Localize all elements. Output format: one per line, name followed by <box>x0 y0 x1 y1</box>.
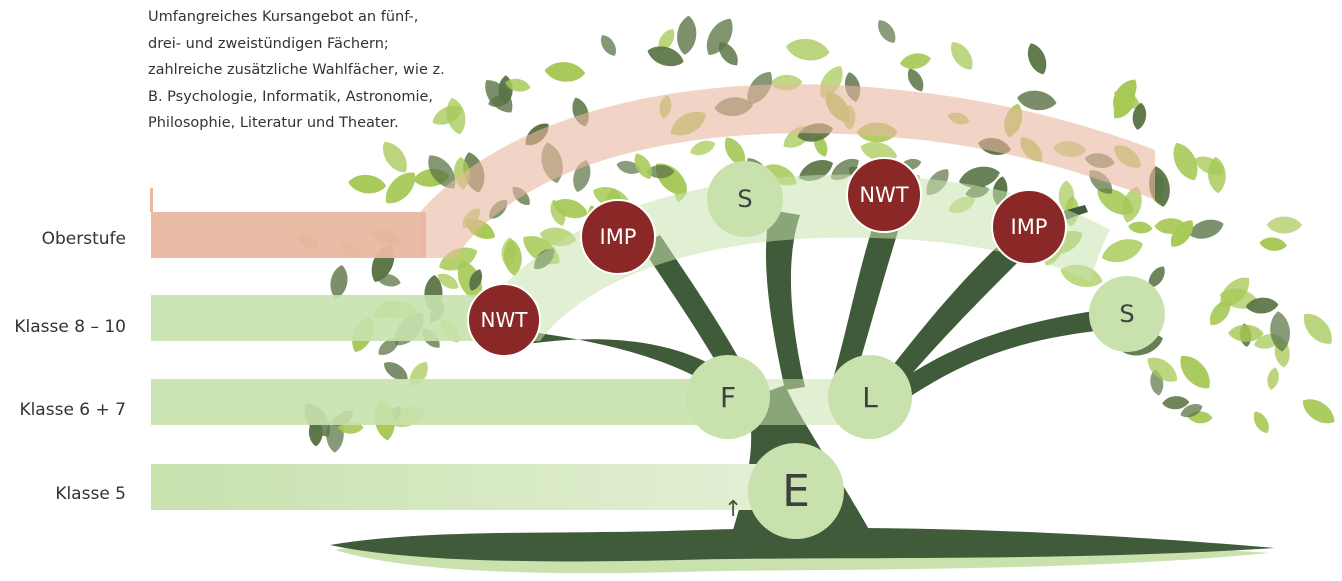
leaf <box>675 15 698 56</box>
leaf <box>347 173 387 195</box>
leaf <box>785 36 831 63</box>
leaf <box>899 51 933 71</box>
leaf <box>544 61 586 83</box>
leaf <box>1259 236 1288 252</box>
leaf <box>1297 307 1338 350</box>
leaf <box>377 137 413 178</box>
level-label-klasse-5: Klasse 5 <box>0 484 126 504</box>
node-imp-right: IMP <box>991 189 1067 265</box>
node-nwt-left: NWT <box>467 283 541 357</box>
arrow-up-icon: ↑ <box>724 497 742 522</box>
leaf <box>946 37 979 74</box>
node-imp-left: IMP <box>580 199 656 275</box>
node-f: F <box>686 355 770 439</box>
node-l: L <box>828 355 912 439</box>
node-e: E <box>748 443 844 539</box>
leaf <box>379 166 422 210</box>
band-klasse-5 <box>151 464 791 510</box>
level-label-klasse-8-10: Klasse 8 – 10 <box>0 317 126 337</box>
leaf <box>904 66 928 95</box>
node-s-top: S <box>707 161 783 237</box>
leaf <box>1128 220 1153 234</box>
level-label-oberstufe: Oberstufe <box>0 229 126 249</box>
leaf <box>1173 349 1216 395</box>
leaf <box>1250 409 1273 437</box>
leaf <box>1267 216 1302 233</box>
leaf <box>1023 40 1051 77</box>
node-nwt-top: NWT <box>846 157 922 233</box>
leaf <box>1298 393 1340 430</box>
node-s-right: S <box>1089 276 1165 352</box>
description-text: Umfangreiches Kursangebot an fünf-, drei… <box>148 4 448 137</box>
leaf <box>597 32 620 59</box>
leaf <box>1016 88 1058 113</box>
leaf <box>1265 366 1280 391</box>
leaf <box>874 16 900 46</box>
leaf <box>328 263 350 300</box>
level-label-klasse-6-7: Klasse 6 + 7 <box>0 400 126 420</box>
